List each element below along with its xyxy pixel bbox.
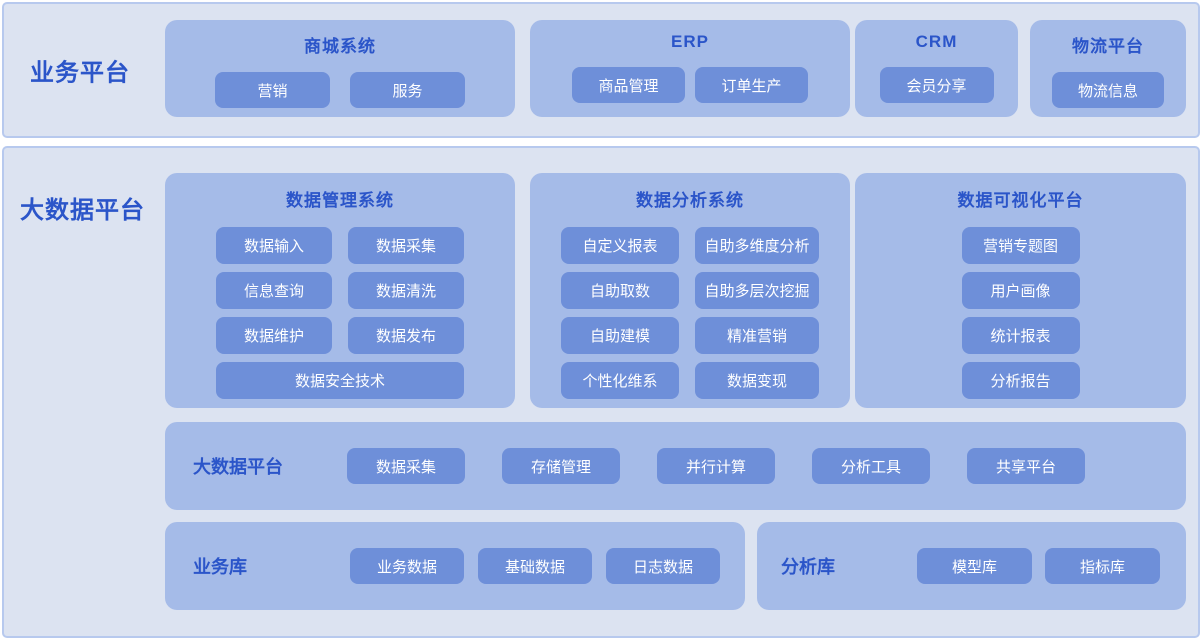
bigdata-band-buttons: 数据采集 存储管理 并行计算 分析工具 共享平台 <box>347 448 1085 484</box>
chip-log-data: 日志数据 <box>606 548 720 584</box>
mall-system-buttons: 营销 服务 <box>215 72 465 108</box>
chip-logistics-info: 物流信息 <box>1052 72 1164 108</box>
data-management-buttons: 数据输入 数据采集 信息查询 数据清洗 数据维护 数据发布 数据安全技术 <box>216 227 464 399</box>
analysis-library-buttons: 模型库 指标库 <box>917 548 1160 584</box>
logistics-platform-title: 物流平台 <box>1072 37 1144 56</box>
chip-parallel-computing: 并行计算 <box>657 448 775 484</box>
chip-data-monetization: 数据变现 <box>695 362 819 399</box>
chip-sharing-platform: 共享平台 <box>967 448 1085 484</box>
business-platform-panel: 业务平台 商城系统 营销 服务 ERP 商品管理 订单生产 CRM 会员分享 物… <box>2 2 1200 138</box>
chip-data-input: 数据输入 <box>216 227 332 264</box>
chip-data-publishing: 数据发布 <box>348 317 464 354</box>
chip-order-production: 订单生产 <box>695 67 808 103</box>
card-mall-system: 商城系统 营销 服务 <box>165 20 515 117</box>
bigdata-platform-panel: 大数据平台 数据管理系统 数据输入 数据采集 信息查询 数据清洗 数据维护 数据… <box>2 146 1200 638</box>
erp-title: ERP <box>671 32 709 51</box>
band-analysis-library: 分析库 模型库 指标库 <box>757 522 1186 610</box>
chip-data-security-technology: 数据安全技术 <box>216 362 464 399</box>
data-visualization-title: 数据可视化平台 <box>957 191 1084 210</box>
crm-buttons: 会员分享 <box>879 67 994 103</box>
chip-self-service-modeling: 自助建模 <box>561 317 679 354</box>
business-platform-label: 业务平台 <box>30 59 130 87</box>
business-library-label: 业务库 <box>193 557 247 577</box>
chip-storage-management: 存储管理 <box>502 448 620 484</box>
data-management-title: 数据管理系统 <box>286 191 394 210</box>
band-bigdata-platform: 大数据平台 数据采集 存储管理 并行计算 分析工具 共享平台 <box>165 422 1186 510</box>
data-analysis-buttons: 自定义报表 自助多维度分析 自助取数 自助多层次挖掘 自助建模 精准营销 个性化… <box>561 227 819 399</box>
chip-analysis-tools: 分析工具 <box>812 448 930 484</box>
chip-data-cleaning: 数据清洗 <box>348 272 464 309</box>
card-crm: CRM 会员分享 <box>855 20 1018 117</box>
chip-self-service-multidim-analysis: 自助多维度分析 <box>695 227 819 264</box>
card-logistics-platform: 物流平台 物流信息 <box>1030 20 1186 117</box>
analysis-library-label: 分析库 <box>781 557 835 577</box>
data-analysis-title: 数据分析系统 <box>636 191 744 210</box>
chip-user-profile: 用户画像 <box>961 272 1080 309</box>
chip-member-sharing: 会员分享 <box>879 67 994 103</box>
logistics-buttons: 物流信息 <box>1052 72 1164 108</box>
chip-custom-reports: 自定义报表 <box>561 227 679 264</box>
chip-personalized-retention: 个性化维系 <box>561 362 679 399</box>
chip-self-service-data-fetch: 自助取数 <box>561 272 679 309</box>
chip-service: 服务 <box>350 72 465 108</box>
card-data-analysis-system: 数据分析系统 自定义报表 自助多维度分析 自助取数 自助多层次挖掘 自助建模 精… <box>530 173 850 408</box>
chip-band-data-collection: 数据采集 <box>347 448 465 484</box>
crm-title: CRM <box>915 32 958 51</box>
card-data-visualization-platform: 数据可视化平台 营销专题图 用户画像 统计报表 分析报告 <box>855 173 1186 408</box>
band-business-library: 业务库 业务数据 基础数据 日志数据 <box>165 522 745 610</box>
chip-marketing: 营销 <box>215 72 330 108</box>
chip-statistical-reports: 统计报表 <box>961 317 1080 354</box>
chip-self-service-multilevel-mining: 自助多层次挖掘 <box>695 272 819 309</box>
chip-model-library: 模型库 <box>917 548 1032 584</box>
bigdata-platform-label: 大数据平台 <box>20 197 145 224</box>
chip-marketing-thematic-map: 营销专题图 <box>961 227 1080 264</box>
erp-buttons: 商品管理 订单生产 <box>572 67 808 103</box>
chip-precision-marketing: 精准营销 <box>695 317 819 354</box>
chip-analysis-report: 分析报告 <box>961 362 1080 399</box>
chip-product-management: 商品管理 <box>572 67 685 103</box>
business-library-buttons: 业务数据 基础数据 日志数据 <box>350 548 720 584</box>
chip-info-query: 信息查询 <box>216 272 332 309</box>
card-erp: ERP 商品管理 订单生产 <box>530 20 850 117</box>
bigdata-band-label: 大数据平台 <box>193 457 283 477</box>
chip-data-maintenance: 数据维护 <box>216 317 332 354</box>
card-data-management-system: 数据管理系统 数据输入 数据采集 信息查询 数据清洗 数据维护 数据发布 数据安… <box>165 173 515 408</box>
chip-business-data: 业务数据 <box>350 548 464 584</box>
mall-system-title: 商城系统 <box>304 37 376 56</box>
chip-basic-data: 基础数据 <box>478 548 592 584</box>
chip-data-collection: 数据采集 <box>348 227 464 264</box>
chip-indicator-library: 指标库 <box>1045 548 1160 584</box>
data-visualization-buttons: 营销专题图 用户画像 统计报表 分析报告 <box>961 227 1080 399</box>
